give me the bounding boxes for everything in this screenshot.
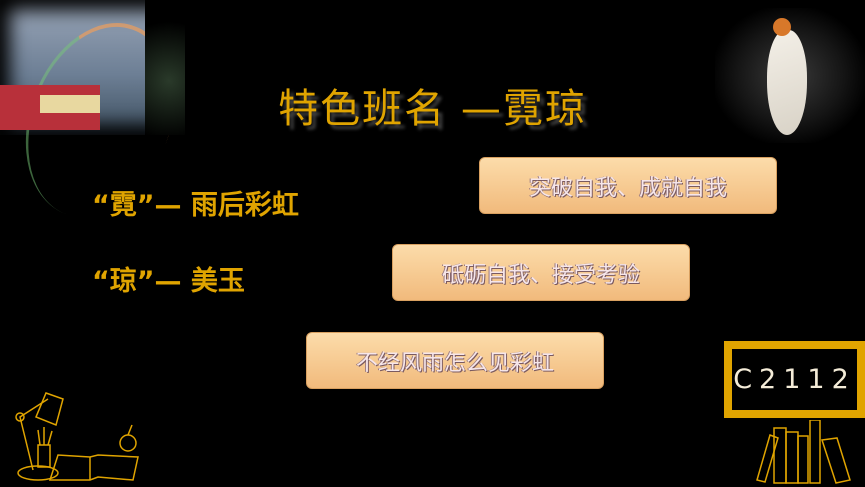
class-badge: C2112 — [724, 341, 865, 418]
desk-lamp-books-icon — [15, 392, 139, 481]
slide-title: 特色班名 —霓琼 — [278, 86, 587, 132]
motto-button-3[interactable]: 不经风雨怎么见彩虹 — [306, 332, 604, 389]
motto-button-1[interactable]: 突破自我、成就自我 — [479, 157, 777, 214]
class-code: C2112 — [732, 349, 857, 410]
jade-pendant-image — [715, 8, 865, 143]
motto-button-2[interactable]: 砥砺自我、接受考验 — [392, 244, 690, 301]
books-icon — [756, 420, 851, 484]
line-ni: “霓”— 雨后彩虹 — [92, 190, 299, 221]
line-qiong: “琼”— 美玉 — [92, 266, 245, 297]
rainbow-photo — [0, 0, 200, 238]
